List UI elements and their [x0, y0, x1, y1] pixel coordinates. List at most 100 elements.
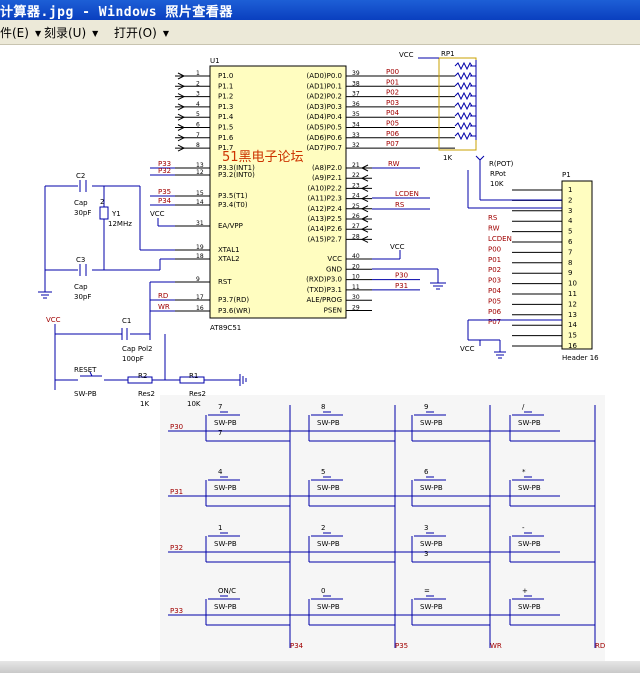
key-label: 5	[321, 468, 325, 476]
pin-label: P1.1	[218, 82, 233, 90]
c3-value: 30pF	[74, 293, 91, 301]
mcu-part: AT89C51	[210, 324, 241, 332]
vcc-label: VCC	[399, 51, 414, 59]
net-label: P02	[386, 89, 399, 97]
net-label: P01	[488, 256, 501, 264]
key-label: ON/C	[218, 587, 236, 595]
pin-label: (AD1)P0.1	[307, 82, 342, 90]
pin-number: 12	[196, 169, 204, 176]
pin-label: P3.6(WR)	[218, 307, 251, 315]
header-pin-number: 14	[568, 321, 577, 329]
col-net-label: P34	[290, 642, 304, 650]
pin-number: 19	[196, 244, 204, 251]
pin-label: P3.5(T1)	[218, 192, 248, 200]
pin-label: (AD4)P0.4	[307, 113, 343, 121]
net-label: P30	[395, 272, 408, 280]
row-net-label: P32	[170, 544, 183, 552]
header-pin-number: 5	[568, 228, 572, 236]
window-title: 计算器.jpg - Windows 照片查看器	[0, 5, 233, 20]
pin-number: 32	[352, 142, 360, 149]
resistor-element	[454, 101, 473, 111]
header-pin-number: 3	[568, 207, 572, 215]
pin-arrow	[360, 174, 369, 182]
vcc-label: VCC	[460, 345, 475, 353]
pin-label: (AD7)P0.7	[307, 144, 342, 152]
vcc-label: VCC	[390, 243, 405, 251]
pin-label: P3.4(T0)	[218, 201, 248, 209]
resistor-element	[454, 61, 473, 71]
net-label: P02	[488, 266, 501, 274]
pin-number: 34	[352, 122, 360, 129]
resistor-element	[454, 91, 473, 101]
net-label: P07	[488, 318, 501, 326]
pin-number: 4	[196, 101, 200, 108]
schematic-image: U1AT89C51P1.01P1.12P1.23P1.34P1.45P1.56P…	[36, 48, 636, 661]
key-designator: 3	[424, 550, 428, 558]
key-type: SW-PB	[317, 484, 340, 492]
pin-label: P1.2	[218, 93, 233, 101]
header-body	[561, 180, 593, 350]
pin-label: P3.2(INT0)	[218, 171, 255, 179]
pin-arrow	[360, 215, 369, 223]
rp1-value: 1K	[443, 154, 452, 162]
net-label: P35	[158, 188, 171, 196]
key-type: SW-PB	[214, 484, 237, 492]
menu-file[interactable]: 件(E)▼	[0, 24, 41, 41]
pin-number: 39	[352, 70, 360, 77]
net-label: P33	[158, 160, 171, 168]
pin-label: P3.7(RD)	[218, 296, 249, 304]
header-name: Header 16	[562, 354, 599, 362]
chevron-down-icon: ▼	[162, 29, 169, 38]
net-label: LCDEN	[395, 190, 419, 198]
pin-number: 31	[196, 220, 204, 227]
c2-type: Cap	[74, 199, 88, 207]
pin-arrow	[360, 184, 369, 192]
pin-number: 5	[196, 111, 200, 118]
net-label: WR	[158, 303, 170, 311]
menu-burn[interactable]: 刻录(U)▼	[44, 24, 98, 41]
pin-arrow	[177, 144, 186, 152]
menu-open[interactable]: 打开(O) ▼	[114, 24, 169, 41]
key-label: =	[424, 587, 430, 595]
key-label: 7	[218, 403, 222, 411]
key-label: 9	[424, 403, 428, 411]
pin-number: 28	[352, 233, 360, 240]
pin-number: 21	[352, 162, 360, 169]
net-label: P07	[386, 140, 399, 148]
pin-arrow	[360, 164, 369, 172]
c2-ref: C2	[76, 172, 85, 180]
key-label: /	[522, 403, 525, 411]
pin-number: 15	[196, 190, 204, 197]
net-label: P04	[386, 109, 400, 117]
header-pin-number: 8	[568, 259, 572, 267]
pin-number: 2	[196, 80, 200, 87]
pin-label: (A14)P2.6	[307, 225, 342, 233]
pin-number: 35	[352, 111, 360, 118]
c3-ref: C3	[76, 256, 85, 264]
key-type: SW-PB	[518, 603, 541, 611]
pin-number: 20	[352, 263, 360, 270]
key-type: SW-PB	[317, 419, 340, 427]
r1-type: Res2	[189, 390, 206, 398]
pin-label: (TXD)P3.1	[307, 286, 342, 294]
net-label: P03	[488, 277, 501, 285]
pin-label: (AD0)P0.0	[307, 72, 342, 80]
menu-bar: 件(E)▼ 刻录(U)▼ 打开(O) ▼	[0, 20, 640, 45]
menu-file-label: 件(E)	[0, 26, 29, 40]
key-type: SW-PB	[420, 603, 443, 611]
pin-number: 18	[196, 253, 204, 260]
pin-number: 17	[196, 294, 204, 301]
pin-number: 13	[196, 162, 204, 169]
pin-number: 33	[352, 132, 360, 139]
pot-type: RPot	[490, 170, 506, 178]
menu-open-label: 打开(O)	[114, 26, 157, 40]
pin-label: (AD3)P0.3	[307, 103, 342, 111]
resistor-element	[454, 111, 473, 121]
pin-number: 37	[352, 91, 360, 98]
pin-number: 16	[196, 305, 204, 312]
r2-ref: R2	[138, 372, 147, 380]
net-label: P04	[488, 287, 502, 295]
key-label: 1	[218, 524, 222, 532]
pin-label: XTAL2	[218, 255, 240, 263]
